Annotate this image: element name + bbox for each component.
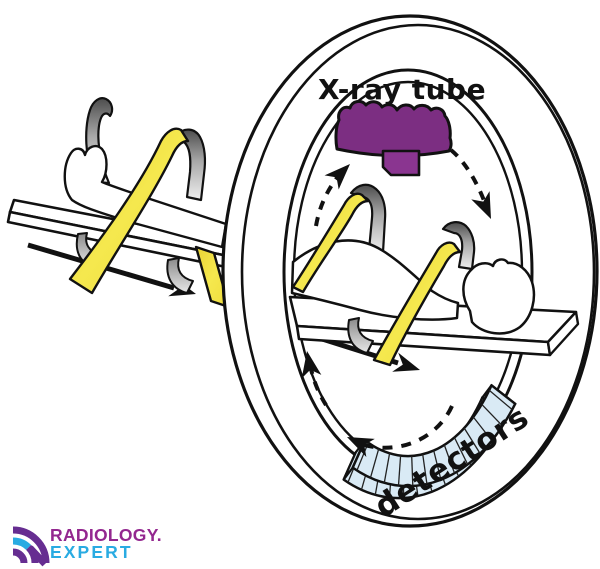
xray-tube-label: X-ray tube — [318, 73, 486, 106]
patient-body — [290, 239, 536, 335]
logo-text-expert: EXPERT — [50, 542, 133, 562]
helix-front-strand-inner-1 — [291, 192, 370, 294]
rotation-arrow-top-left — [314, 164, 350, 227]
patient-legs — [63, 144, 228, 249]
logo-text-radiology: RADIOLOGY. — [50, 525, 162, 545]
xray-tube-body — [334, 99, 453, 158]
rotation-arrow-bottom-left — [301, 351, 328, 407]
patient-head — [462, 258, 536, 335]
helix-back-strand-inner-1 — [349, 183, 387, 254]
helix-back-strand-inner-2 — [441, 221, 476, 271]
collimator-block — [381, 149, 421, 177]
logo: RADIOLOGY. EXPERT — [12, 525, 162, 567]
helix-under-loop-left-2 — [166, 257, 194, 294]
helix-front-strand-inner-2 — [372, 241, 462, 367]
logo-r-mark-icon — [12, 526, 50, 567]
xray-tube-shape — [334, 99, 453, 177]
helix-under-loop-inner — [347, 317, 374, 354]
rotation-arrow-bottom — [347, 405, 454, 458]
rotation-arrow-top-right — [449, 148, 491, 219]
helix-back-strand-left-2 — [175, 128, 207, 202]
